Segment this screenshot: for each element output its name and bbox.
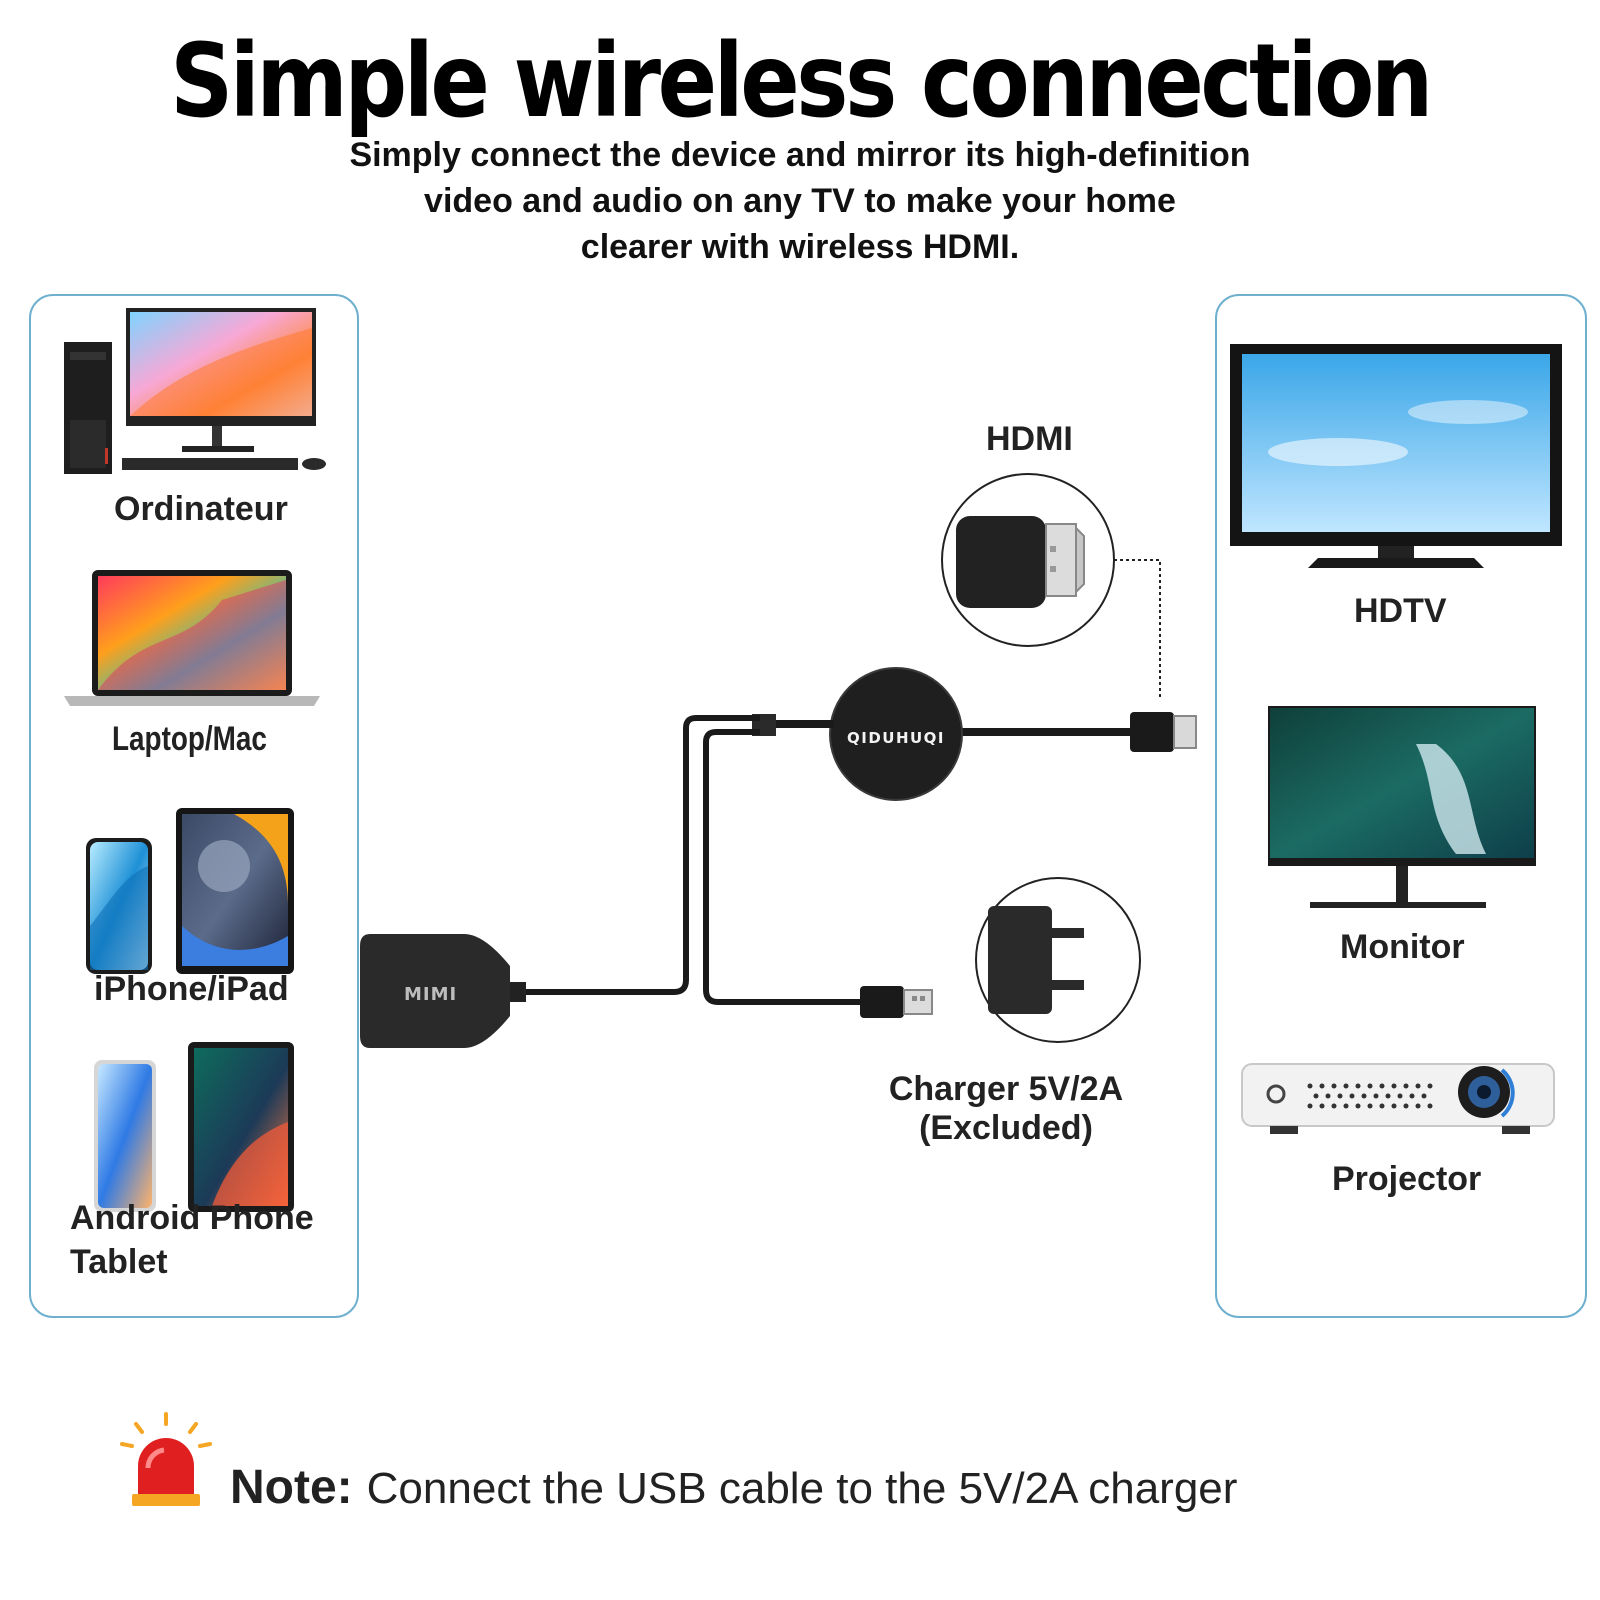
label-android-line-1: Android Phone <box>70 1199 314 1237</box>
label-monitor: Monitor <box>1340 928 1465 966</box>
label-computer: Ordinateur <box>114 490 288 528</box>
charger-label-line-1: Charger 5V/2A <box>888 1070 1124 1108</box>
hdtv-icon <box>1230 344 1562 568</box>
page-subtitle: Simply connect the device and mirror its… <box>250 132 1350 270</box>
label-laptop: Laptop/Mac <box>112 720 267 758</box>
note-keyword: Note: <box>230 1461 353 1514</box>
projector-icon <box>1241 1063 1555 1134</box>
charger-plug-icon <box>975 877 1141 1043</box>
hdmi-label: HDMI <box>986 420 1073 458</box>
laptop-icon <box>64 570 320 706</box>
dongle-mark: MIMI <box>404 984 457 1005</box>
subtitle-line-3: clearer with wireless HDMI. <box>580 228 1020 266</box>
connection-diagram: QIDUHUQI MIMI <box>360 473 1197 1048</box>
monitor-icon <box>1268 706 1536 908</box>
label-hdtv: HDTV <box>1354 592 1447 630</box>
charger-label: Charger 5V/2A (Excluded) <box>856 1070 1156 1148</box>
hdmi-dongle <box>360 934 526 1048</box>
label-android-line-2: Tablet <box>70 1243 168 1281</box>
hdmi-plug-icon <box>941 473 1115 647</box>
usb-connector <box>860 986 933 1018</box>
receiver-brand: QIDUHUQI <box>847 729 945 747</box>
receiver-puck <box>829 667 963 801</box>
subtitle-line-1: Simply connect the device and mirror its… <box>349 136 1251 174</box>
hdmi-connector <box>1130 712 1197 752</box>
charger-label-line-2: (Excluded) <box>919 1109 1093 1147</box>
page-title: Simple wireless connection <box>170 22 1433 141</box>
desktop-computer-icon <box>64 308 326 474</box>
note: Note: Connect the USB cable to the 5V/2A … <box>230 1460 1237 1515</box>
subtitle-line-2: video and audio on any TV to make your h… <box>424 182 1176 220</box>
label-projector: Projector <box>1332 1160 1482 1198</box>
label-ios: iPhone/iPad <box>94 970 289 1008</box>
note-text: Connect the USB cable to the 5V/2A charg… <box>366 1464 1238 1513</box>
alarm-light-icon <box>120 1412 212 1506</box>
iphone-ipad-icon <box>86 808 294 974</box>
label-android: Android Phone Tablet <box>70 1196 314 1284</box>
android-phone-tablet-icon <box>94 1042 294 1212</box>
